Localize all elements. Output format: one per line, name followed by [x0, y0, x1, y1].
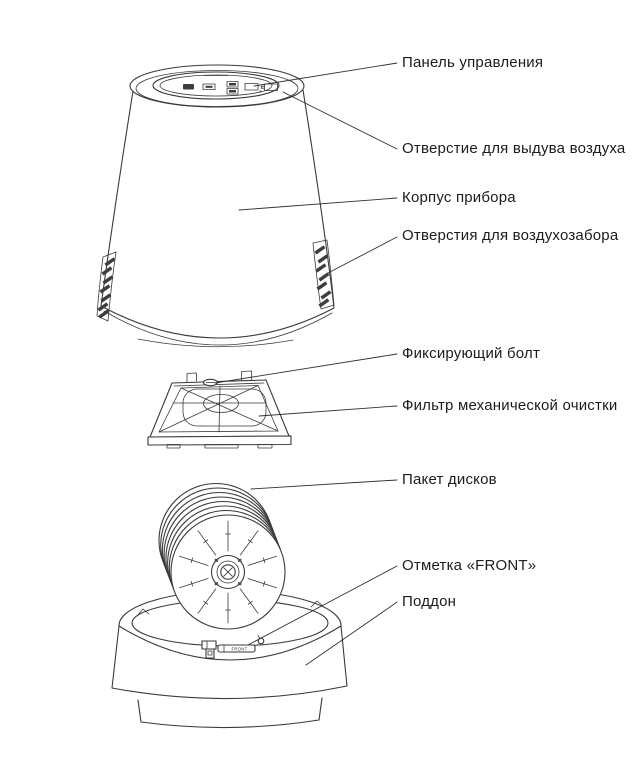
disc-hub	[210, 554, 246, 590]
leader-control-panel	[253, 62, 398, 87]
leader-air-outlet	[282, 91, 398, 150]
leader-air-intake	[327, 236, 398, 274]
body-bottom-rim	[103, 310, 333, 346]
body-foot-arc	[137, 338, 294, 348]
filter-mesh-lines	[158, 385, 279, 433]
filter-foot	[257, 444, 273, 449]
tray-foot	[137, 697, 323, 729]
leader-fixing-bolt	[214, 353, 398, 384]
leader-lines	[214, 62, 398, 666]
air-outlet-ring	[152, 71, 280, 100]
leader-disc-pack	[250, 479, 398, 490]
top-rim-inner	[135, 70, 299, 107]
body-outline	[100, 89, 335, 339]
filter-drawing	[147, 370, 292, 449]
filter-tab-left	[186, 372, 197, 383]
power-button-icon	[183, 84, 194, 90]
label-air-intake: Отверстия для воздухозабора	[402, 227, 619, 244]
tray-rim-notch-left	[136, 608, 150, 617]
timer-button-icon	[260, 83, 278, 91]
label-front-mark: Отметка «FRONT»	[402, 557, 537, 574]
leader-device-body	[238, 197, 398, 211]
label-control-panel: Панель управления	[402, 54, 544, 71]
label-mechanical-filter: Фильтр механической очистки	[402, 397, 618, 414]
tray-rim-notch-right	[310, 600, 324, 608]
front-mark-drawing: FRONT	[201, 635, 265, 659]
front-plate-text: FRONT	[232, 647, 248, 652]
latch-bracket	[201, 640, 217, 650]
intake-slots-left	[96, 251, 117, 322]
latch-clamp	[205, 648, 215, 659]
mode-button-fill	[205, 85, 213, 88]
leader-filter	[258, 405, 398, 417]
display-icon	[226, 81, 239, 95]
filter-base-band	[147, 435, 292, 446]
front-plate	[217, 644, 256, 653]
indicator-dot-icon	[259, 90, 262, 93]
label-disc-pack: Пакет дисков	[402, 471, 497, 488]
label-device-body: Корпус прибора	[402, 189, 516, 206]
mode-button-icon	[202, 83, 216, 90]
control-panel-drawing	[183, 75, 278, 95]
disc-spokes	[179, 520, 277, 624]
speed-button-icon	[244, 83, 259, 91]
label-air-outlet: Отверстие для выдува воздуха	[402, 140, 626, 157]
leader-front-mark	[247, 565, 398, 646]
label-tray: Поддон	[402, 593, 457, 610]
label-fixing-bolt: Фиксирующий болт	[402, 345, 541, 362]
intake-slots-right	[312, 239, 335, 310]
fixing-bolt-drawing	[202, 378, 219, 387]
device-body-drawing	[96, 64, 335, 348]
filter-foot	[204, 444, 239, 449]
disc-stack-drawing	[158, 482, 286, 630]
filter-top-edge	[173, 382, 265, 387]
leader-tray	[305, 601, 398, 666]
tray-front-wall	[111, 625, 348, 700]
filter-foot	[166, 444, 181, 449]
filter-tab-right	[241, 370, 252, 382]
